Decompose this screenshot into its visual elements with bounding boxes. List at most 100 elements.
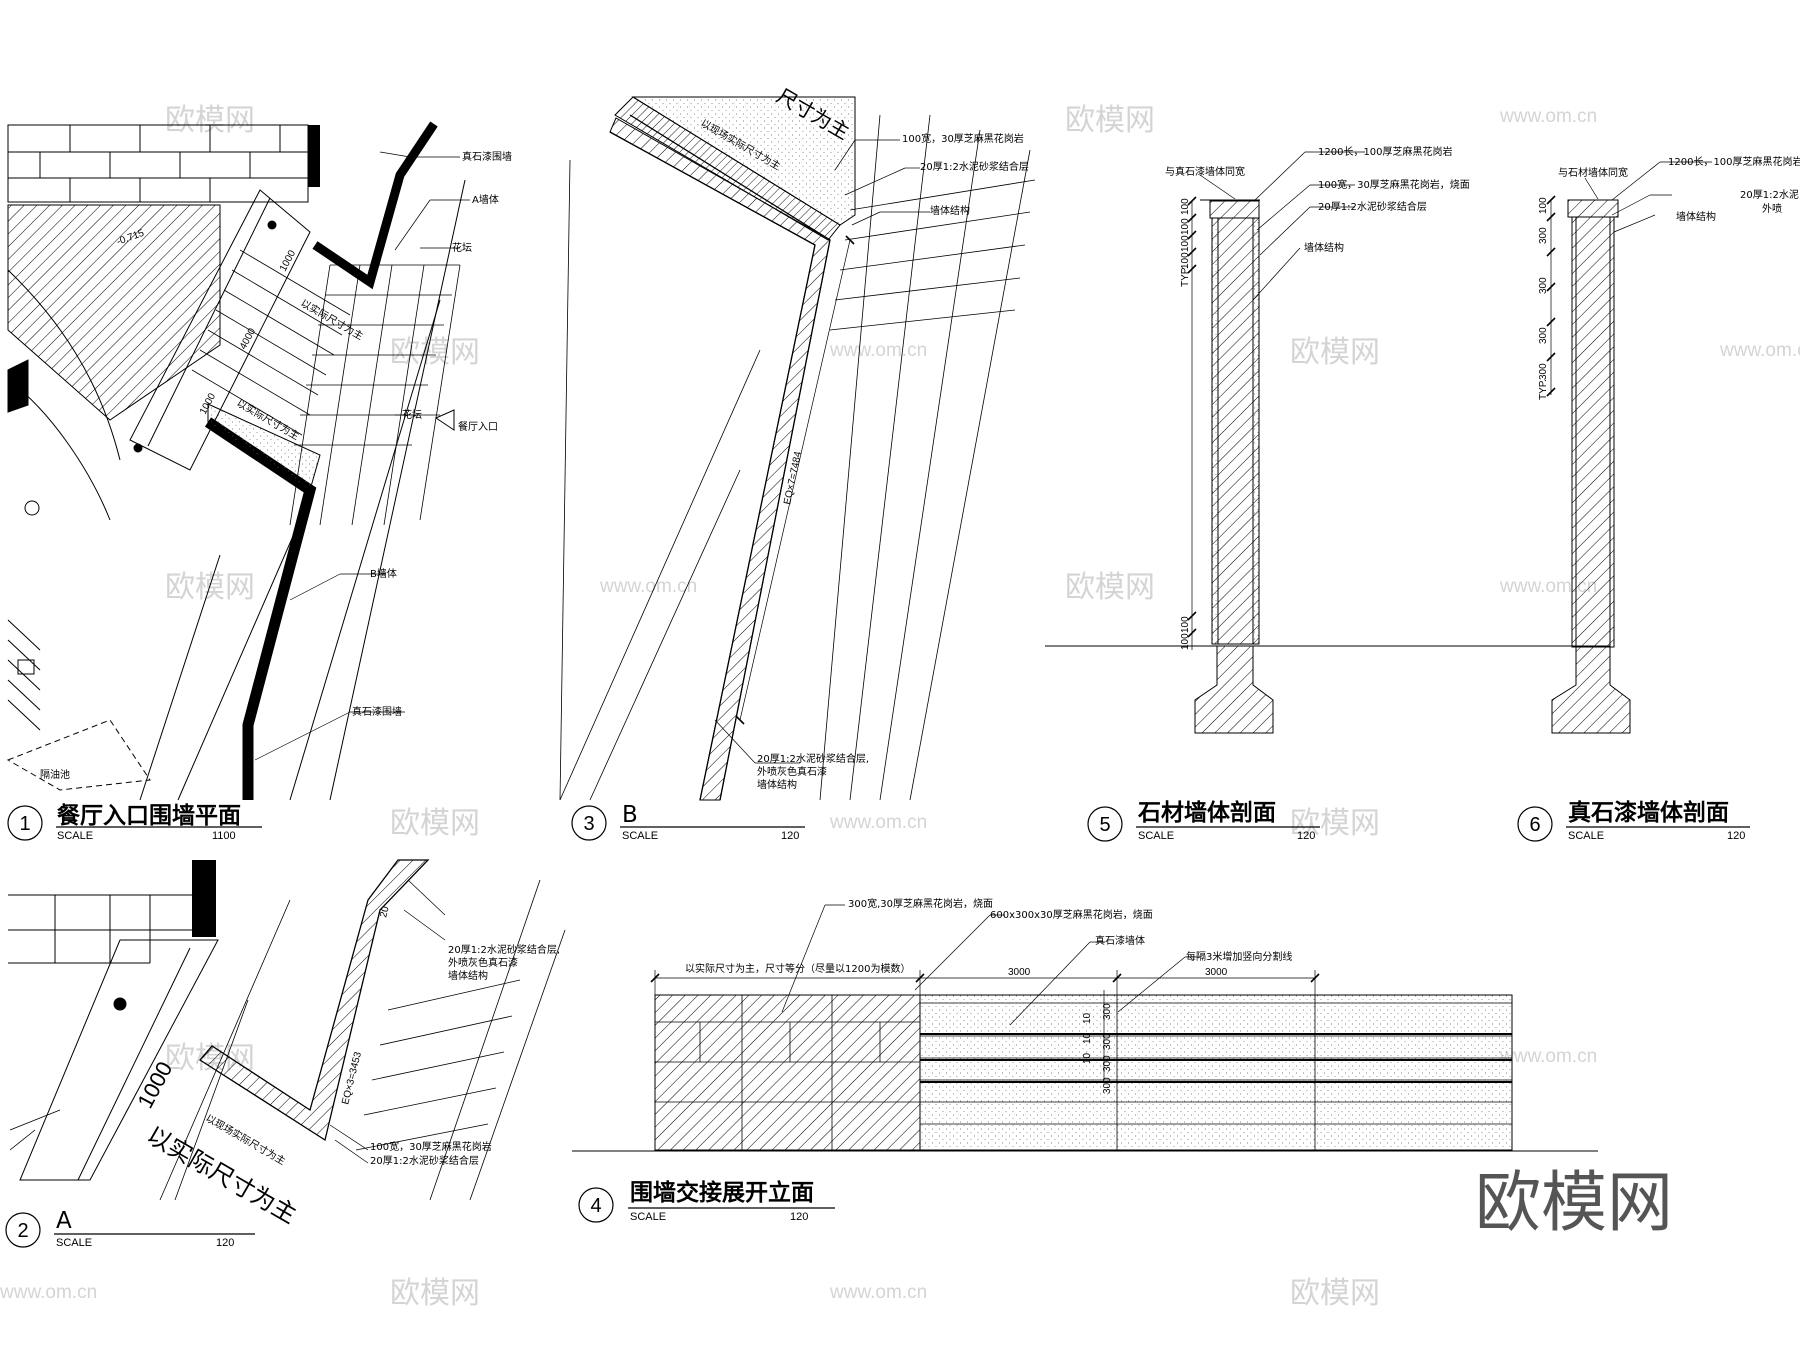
elevation-dim: 10 (1082, 1012, 1093, 1024)
watermark-logo: 欧模网 (165, 570, 255, 605)
detail-a-label: 20厚1:2水泥砂浆结合层, (448, 943, 560, 956)
drawing-title: B (622, 802, 638, 828)
elevation-label: 600x300x30厚芝麻黑花岗岩，烧面 (990, 908, 1153, 921)
scale-label: SCALE (1568, 830, 1604, 842)
plan-label: 隔油池 (40, 768, 70, 781)
drawing-number: 2 (17, 1220, 28, 1242)
drawing-title: 真石漆墙体剖面 (1568, 799, 1729, 826)
section5-label: 与真石漆墙体同宽 (1165, 165, 1245, 178)
section5-dim: 100 (1180, 616, 1191, 633)
section5-dim: 100 (1180, 198, 1191, 215)
detail-a-label: 外喷灰色真石漆 (448, 956, 518, 969)
section6-dim: TYP. (1538, 379, 1549, 400)
drawing-title: 石材墙体剖面 (1137, 799, 1276, 826)
plan-label: B墙体 (370, 567, 397, 580)
title-block-6: 6 真石漆墙体剖面 SCALE 120 (1517, 799, 1750, 842)
section6-label: 外喷 (1762, 203, 1782, 215)
watermark-logo: 欧模网 (390, 806, 480, 841)
drawing-number: 3 (583, 813, 594, 835)
section6-dim: 300 (1538, 327, 1549, 344)
elevation-dim: 300 (1102, 1077, 1113, 1094)
watermark-url: www.om.cn (1499, 106, 1597, 127)
scale-value: 120 (1297, 830, 1315, 842)
title-block-1: 1 餐厅入口围墙平面 SCALE 1100 (7, 803, 262, 842)
elevation-dim: 3000 (1008, 967, 1031, 978)
section5-label: 1200长，100厚芝麻黑花岗岩 (1318, 145, 1453, 158)
section5-annotations: 1200长，100厚芝麻黑花岗岩 与真石漆墙体同宽 100宽，30厚芝麻黑花岗岩… (1165, 145, 1470, 650)
drawing-number-circle (571, 805, 607, 841)
title-block-4: 4 围墙交接展开立面 SCALE 120 (578, 1179, 835, 1223)
detail-a-label: 墙体结构 (448, 969, 488, 982)
detail-b-label: 100宽，30厚芝麻黑花岗岩 (902, 132, 1024, 145)
drawing-number: 6 (1529, 814, 1540, 836)
drawing-number-circle (1087, 806, 1123, 842)
section5-drawing (1045, 151, 1590, 734)
watermark-layer: 欧模网 欧模网 www.om.cn 欧模网 www.om.cn 欧模网 www.… (0, 103, 1800, 1311)
section6-dim: 300 (1538, 277, 1549, 294)
scale-label: SCALE (622, 830, 658, 842)
detail-b-label: 墙体结构 (757, 778, 797, 791)
elevation-dim: 300 (1102, 1003, 1113, 1020)
plan-label: 真石漆围墙 (352, 705, 402, 718)
plan-note: 以实际尺寸为主 (299, 296, 366, 342)
scale-value: 1100 (212, 830, 236, 842)
plan-label: 真石漆围墙 (462, 150, 512, 163)
plan-label: 花坛 (402, 408, 422, 421)
plan-dim: 4000 (238, 326, 258, 351)
elevation-note: 以实际尺寸为主，尺寸等分（尽量以1200为模数） (685, 962, 910, 975)
detail-b-label: 外喷灰色真石漆 (757, 765, 827, 778)
section5-dim: 100 (1180, 633, 1191, 650)
section5-label: 墙体结构 (1304, 241, 1344, 254)
plan-drawing (6, 121, 470, 801)
watermark-url: www.om.cn (0, 1282, 97, 1303)
title-block-5: 5 石材墙体剖面 SCALE 120 (1087, 799, 1320, 842)
drawing-number-circle (1517, 806, 1553, 842)
detail-b-label: 墙体结构 (930, 204, 970, 217)
drawing-number: 4 (590, 1195, 601, 1217)
watermark-logo: 欧模网 (390, 335, 480, 370)
section5-dim: 100 (1180, 252, 1191, 269)
watermark-url: www.om.cn (1719, 340, 1800, 361)
scale-value: 120 (216, 1237, 234, 1249)
section6-drawing (1546, 161, 1712, 734)
drawing-title: 餐厅入口围墙平面 (57, 803, 241, 829)
scale-label: SCALE (630, 1211, 666, 1223)
drawing-number: 1 (19, 813, 30, 835)
elevation-dim: 300 (1102, 1033, 1113, 1050)
watermark-url: www.om.cn (829, 340, 927, 361)
drawing-number-circle (578, 1187, 614, 1223)
elevation-annotations: 300宽,30厚芝麻黑花岗岩，烧面 600x300x30厚芝麻黑花岗岩，烧面 真… (685, 897, 1292, 1094)
elevation-dim: 10 (1082, 1032, 1093, 1044)
plan-label: 花坛 (452, 241, 472, 254)
watermark-url: www.om.cn (1499, 1046, 1597, 1067)
section5-label: 20厚1:2水泥砂浆结合层 (1318, 200, 1427, 213)
watermark-logo: 欧模网 (390, 1276, 480, 1311)
section6-label: 墙体结构 (1676, 210, 1716, 223)
scale-label: SCALE (57, 830, 93, 842)
plan-label: A墙体 (472, 193, 499, 206)
watermark-logo: 欧模网 (1290, 806, 1380, 841)
elevation-drawing (572, 904, 1598, 1152)
drawing-title: 围墙交接展开立面 (630, 1179, 814, 1206)
drawing-number-circle (7, 805, 43, 841)
detail-a-label: 20厚1:2水泥砂浆结合层 (370, 1154, 479, 1167)
section6-dim: 300 (1538, 227, 1549, 244)
section6-label: 20厚1:2水泥 (1740, 188, 1799, 201)
title-block-3: 3 B SCALE 120 (571, 802, 805, 842)
elevation-label: 真石漆墙体 (1095, 934, 1145, 947)
elevation-dim: 10 (1082, 1052, 1093, 1064)
detail-a-note: 以实际尺寸为主 (142, 1121, 301, 1229)
section6-dim: 100 (1538, 197, 1549, 214)
watermark-url: www.om.cn (829, 1282, 927, 1303)
section5-dim: 100 (1180, 235, 1191, 252)
detail-b-label: 20厚1:2水泥砂浆结合层 (920, 160, 1029, 173)
watermark-url: www.om.cn (829, 812, 927, 833)
section6-dim: 300 (1538, 363, 1549, 380)
elevation-label: 每隔3米增加竖向分割线 (1186, 950, 1292, 963)
watermark-url: www.om.cn (599, 576, 697, 597)
detail-a-label: 100宽，30厚芝麻黑花岗岩 (370, 1140, 492, 1153)
watermark-logo: 欧模网 (1290, 335, 1380, 370)
scale-value: 120 (790, 1211, 808, 1223)
elevation-label: 300宽,30厚芝麻黑花岗岩，烧面 (848, 897, 993, 910)
